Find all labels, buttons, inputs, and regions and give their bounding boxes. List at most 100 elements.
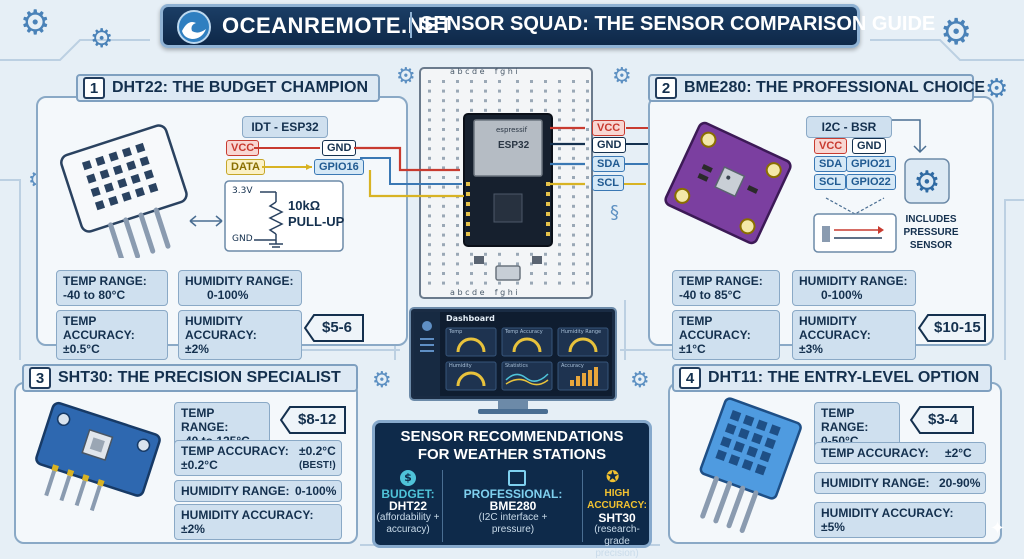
breadboard-hole [558,137,561,141]
bme280-number: 2 [655,77,677,99]
pullup-text-label: PULL-UP [288,214,345,229]
breadboard-hole [530,108,533,112]
breadboard-hole [586,272,589,275]
breadboard-hole [586,128,589,131]
rec-divider [582,470,583,542]
sht30-number: 3 [29,367,51,389]
breadboard-hole [530,99,533,103]
dht11-title: DHT11: THE ENTRY-LEVEL OPTION [708,369,980,386]
breadboard-hole [586,166,589,170]
sht30-humidity-range: HUMIDITY RANGE: 0-100% [174,480,342,502]
breadboard-hole [442,224,445,227]
breadboard-hole [442,214,445,218]
dht22-sensor-illustration [60,124,188,258]
dashboard-widgets [445,327,609,391]
breadboard-hole [572,233,575,237]
breadboard-hole [470,108,473,112]
pullup-gnd-label: GND [232,234,253,244]
bme280-pin-gpio22: GPIO22 [846,174,896,190]
dht22-price-tag: $5-6 [304,314,364,342]
breadboard-hole [428,176,431,179]
breadboard-hole [558,272,561,275]
header-divider [410,12,412,38]
i2c-breakout-diagram [813,197,897,253]
breadboard-hole [484,99,487,103]
breadboard-hole [442,108,445,112]
breadboard-hole [456,272,459,275]
recommendations-title-line2: FOR WEATHER STATIONS [417,446,607,463]
bme280-callout-arrow [892,119,927,154]
esp-pin-scl: SCL [592,175,624,191]
breadboard-hole [442,99,445,103]
breadboard-hole [428,262,431,266]
breadboard-hole [558,214,561,218]
breadboard-hole [442,272,445,275]
breadboard-hole [484,108,487,112]
sparkle-icon: ✦ [990,518,1006,539]
gear-icon: ⚙ [630,368,650,393]
breadboard-hole [456,89,459,93]
dashboard-card-label: Humidity Range [561,329,602,335]
pullup-resistor-diagram [224,180,344,252]
dashboard-card-label: Temp [449,329,463,335]
breadboard-hole [516,99,519,103]
esp-pin-sda: SDA [592,156,626,172]
breadboard-hole [586,204,589,208]
bme280-price-tag: $10-15 [918,314,986,342]
breadboard-hole [586,214,589,218]
breadboard-hole [558,243,561,247]
rec-divider [442,470,443,542]
breadboard-hole [442,233,445,237]
pullup-vcc-label: 3.3V [232,186,253,196]
breadboard-hole [428,99,431,103]
breadboard-hole [442,128,445,131]
brand-name: OCEANREMOTE.NET [222,13,454,38]
breadboard-hole [544,272,547,275]
breadboard-hole [572,214,575,218]
breadboard-hole [572,80,575,83]
breadboard-hole [456,166,459,170]
breadboard-hole [530,80,533,83]
dashboard-card-label: Temp Accuracy [505,329,543,335]
breadboard-hole [442,252,445,256]
breadboard-hole [456,108,459,112]
breadboard-hole [442,156,445,160]
breadboard-hole [428,224,431,227]
breadboard-hole [498,99,501,103]
breadboard-hole [558,185,561,189]
breadboard-hole [586,185,589,189]
breadboard-hole [498,252,501,256]
bme280-temp-range: TEMP RANGE:-40 to 85°C [672,270,780,306]
breadboard-hole [428,80,431,83]
breadboard-hole [442,89,445,93]
rec-professional: PROFESSIONAL: BME280 (I2C interface + pr… [463,487,563,535]
breadboard-hole [558,156,561,160]
budget-coin-icon: $ [400,470,416,486]
breadboard-hole [586,99,589,103]
dht22-pin-vcc: VCC [226,140,260,156]
breadboard-hole [572,156,575,160]
breadboard-hole [572,137,575,141]
dht22-title: DHT22: THE BUDGET CHAMPION [112,79,369,96]
breadboard-hole [456,243,459,247]
sht30-title-box [22,364,358,392]
bme280-extra-line3: SENSOR [909,240,953,251]
breadboard-hole [558,147,561,151]
breadboard-hole [572,128,575,131]
ocean-wave-logo-icon [177,10,211,44]
breadboard-hole [456,233,459,237]
breadboard-hole [428,214,431,218]
breadboard-hole [456,80,459,83]
breadboard-hole [470,252,473,256]
breadboard-hole [484,252,487,256]
breadboard-hole [442,137,445,141]
breadboard-hole [456,224,459,227]
breadboard-hole [586,262,589,266]
pullup-value-label: 10kΩ [288,198,321,213]
sht30-sensor-illustration [35,401,161,512]
breadboard-hole [558,80,561,83]
breadboard-hole [544,99,547,103]
breadboard-hole [558,233,561,237]
sht30-humidity-accuracy: HUMIDITY ACCURACY: ±2% [174,504,342,540]
dht11-number: 4 [679,367,701,389]
